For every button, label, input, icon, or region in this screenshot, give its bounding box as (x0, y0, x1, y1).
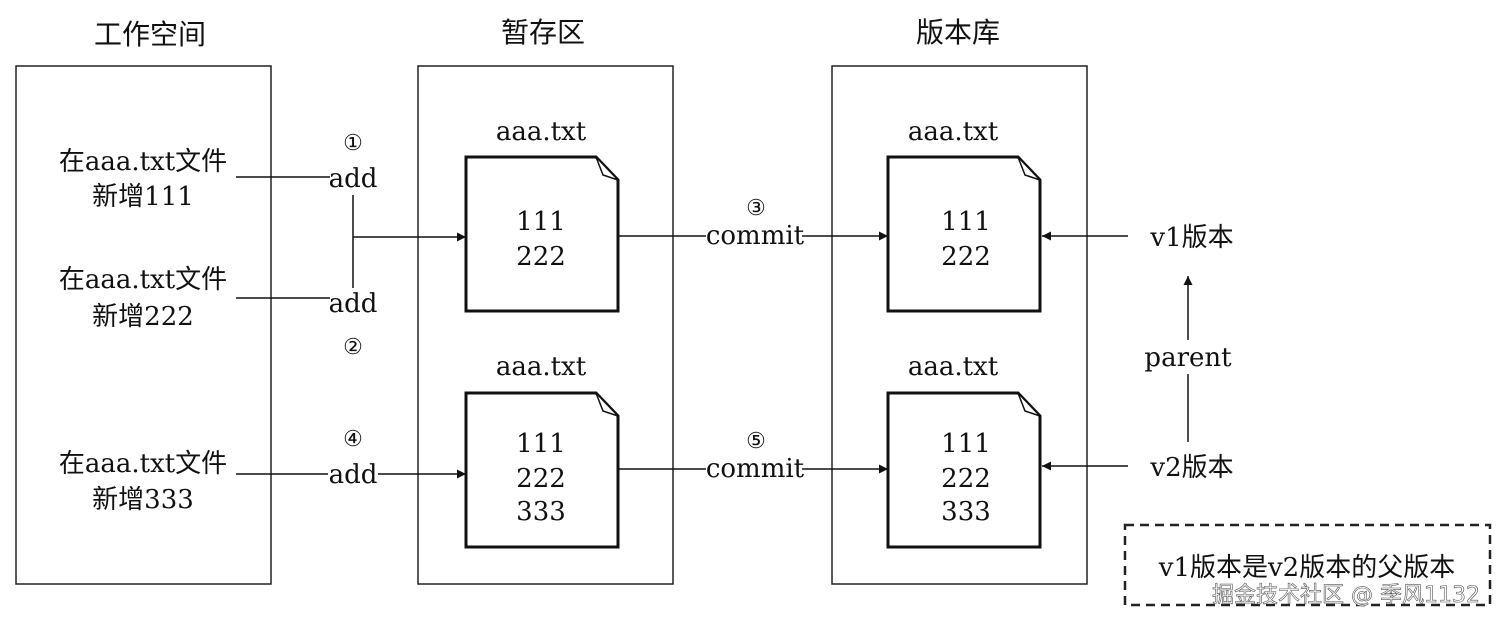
watermark-text: 掘金技术社区 @ 季风1132 (1212, 583, 1480, 608)
commit2-label: commit (706, 454, 805, 484)
staging-file-bottom-line1: 111 (516, 429, 566, 459)
repo-file-top-line1: 111 (941, 207, 991, 237)
add2-label: add (329, 289, 378, 319)
parent-label: parent (1144, 343, 1232, 373)
repo-file-bottom-name: aaa.txt (908, 352, 999, 382)
workspace-step2-line2: 新增222 (92, 302, 194, 332)
staging-file-bottom-icon (464, 391, 620, 549)
workspace-step1-line1: 在aaa.txt文件 (59, 147, 227, 177)
staging-file-bottom-line3: 333 (516, 497, 566, 527)
staging-file-bottom-line2: 222 (516, 464, 566, 494)
marker-2: ② (343, 335, 363, 360)
staging-box (417, 65, 674, 585)
v2-label: v2版本 (1149, 453, 1233, 483)
repo-file-bottom-line1: 111 (941, 429, 991, 459)
workspace-step3-line1: 在aaa.txt文件 (59, 449, 227, 479)
staging-file-top-line1: 111 (516, 207, 566, 237)
staging-file-top-name: aaa.txt (496, 117, 587, 147)
workspace-title: 工作空间 (94, 18, 206, 51)
add4-label: add (329, 460, 378, 490)
marker-1: ① (343, 131, 363, 156)
staging-title: 暂存区 (501, 16, 585, 49)
parent-note-box (1123, 523, 1492, 607)
staging-file-bottom-name: aaa.txt (496, 352, 587, 382)
workspace-step3-line2: 新增333 (92, 485, 194, 515)
staging-file-bottom-fold (595, 392, 619, 417)
repo-file-bottom-icon (886, 391, 1042, 549)
workspace-box (15, 65, 272, 585)
workspace-step1-line2: 新增111 (92, 182, 194, 212)
add1-label: add (329, 164, 378, 194)
marker-3: ③ (746, 196, 766, 221)
marker-5: ⑤ (746, 429, 766, 454)
repo-file-top-icon (886, 155, 1042, 313)
parent-note-text: v1版本是v2版本的父版本 (1158, 553, 1455, 583)
staging-file-top-icon (464, 155, 620, 313)
repo-title: 版本库 (916, 16, 1000, 49)
workspace-step2-line1: 在aaa.txt文件 (59, 265, 227, 295)
repo-box (831, 65, 1088, 585)
v1-label: v1版本 (1149, 223, 1233, 253)
repo-file-top-name: aaa.txt (908, 117, 999, 147)
repo-file-top-fold (1017, 156, 1041, 181)
staging-file-top-line2: 222 (516, 242, 566, 272)
marker-4: ④ (343, 427, 363, 452)
staging-file-top-fold (595, 156, 619, 181)
repo-file-top-line2: 222 (941, 242, 991, 272)
repo-file-bottom-line3: 333 (941, 497, 991, 527)
commit1-label: commit (706, 221, 805, 251)
repo-file-bottom-fold (1017, 392, 1041, 417)
repo-file-bottom-line2: 222 (941, 464, 991, 494)
